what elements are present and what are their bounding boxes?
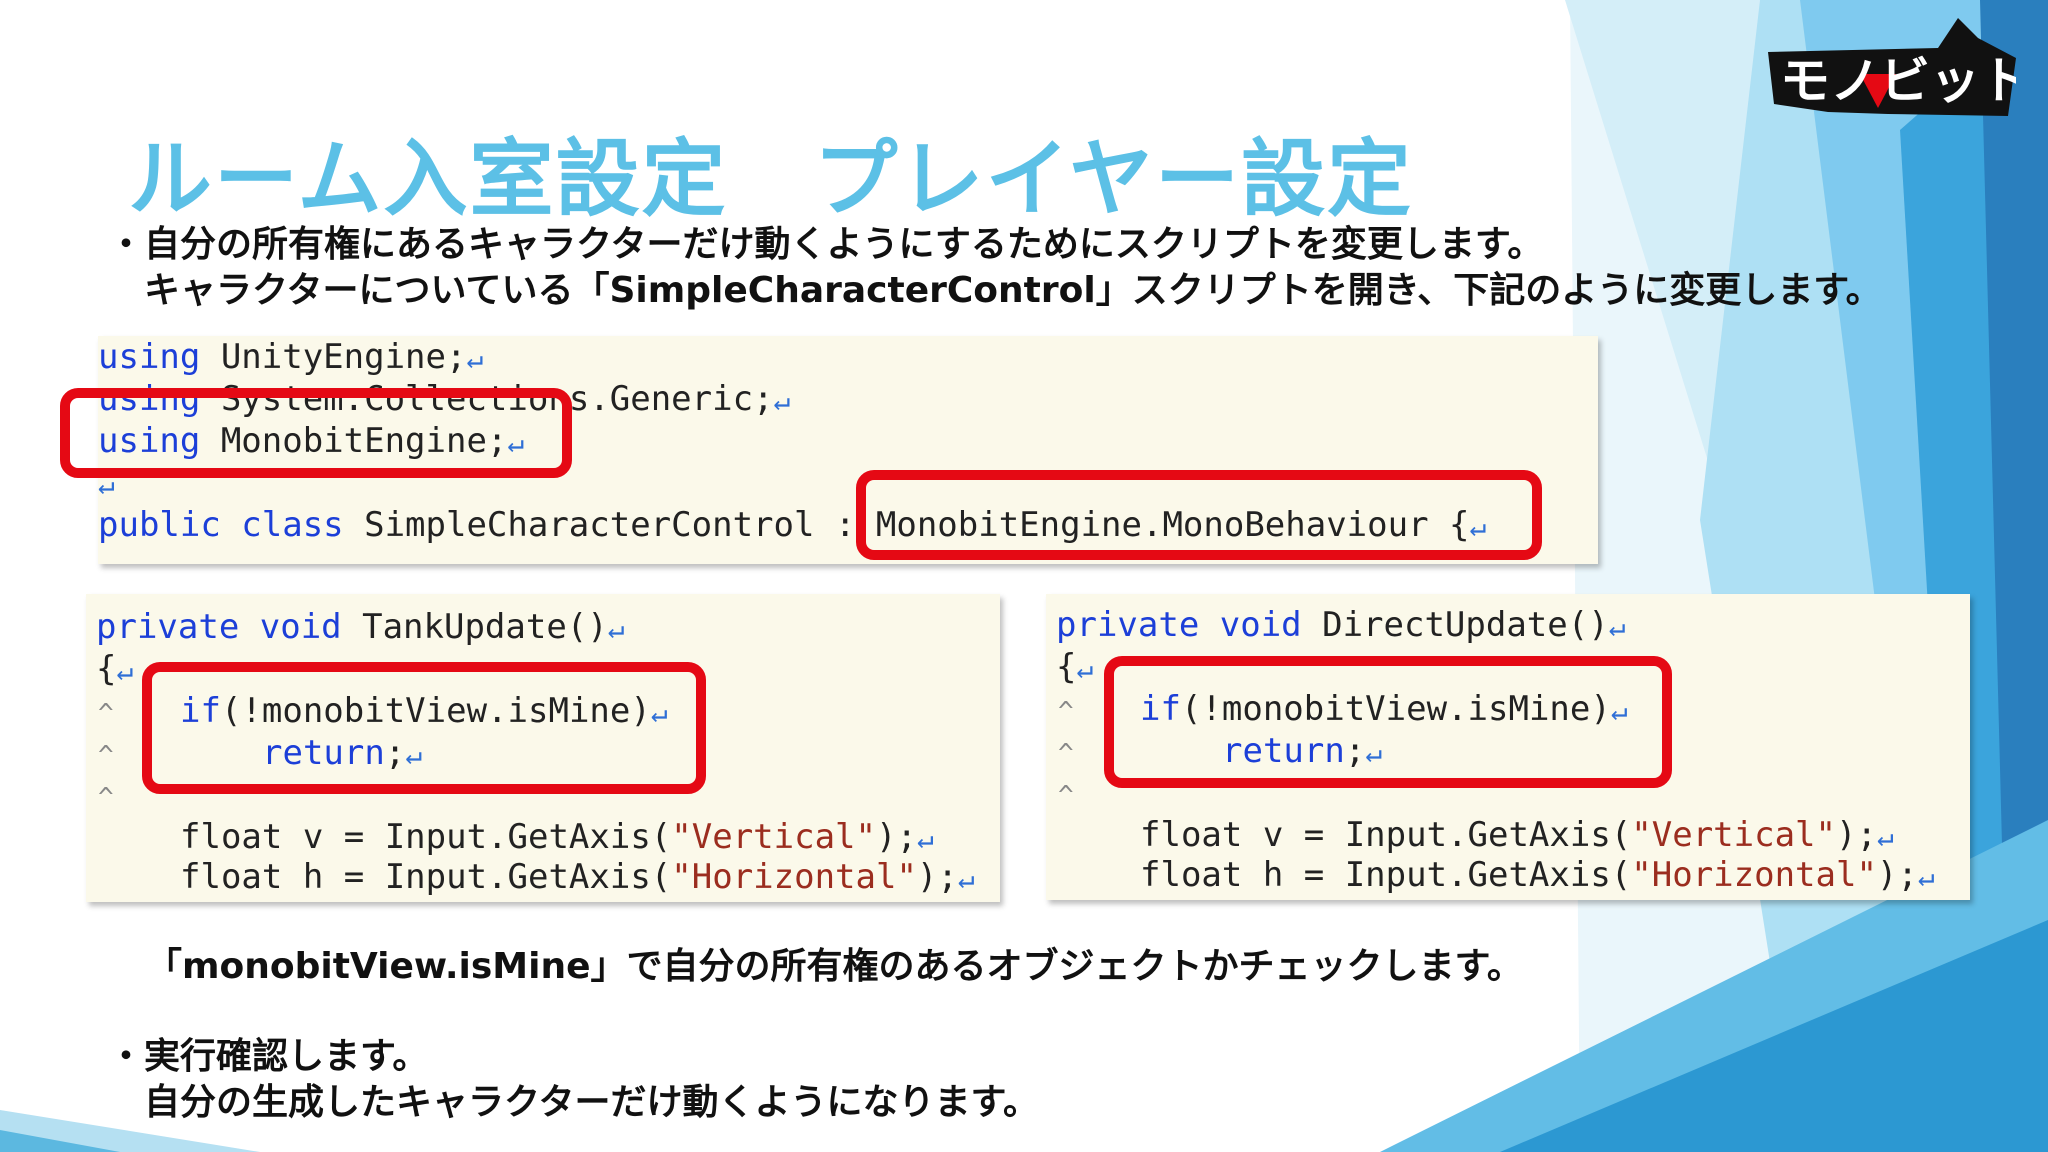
code-line-signature: private void TankUpdate()↵	[96, 606, 625, 648]
code-line-float-h: float h = Input.GetAxis("Horizontal");↵	[1140, 854, 1935, 896]
code-line-using-unityengine: using UnityEngine;↵	[98, 336, 483, 378]
return-mark-icon: ↵	[1365, 736, 1383, 769]
code-line-float-v: float v = Input.GetAxis("Vertical");↵	[1140, 814, 1894, 856]
code-text: );	[875, 817, 917, 857]
string-literal: "Horizontal"	[1631, 855, 1877, 895]
code-text: );	[916, 857, 958, 897]
return-mark-icon: ↵	[1076, 652, 1094, 685]
string-literal: "Vertical"	[1631, 815, 1836, 855]
string-literal: "Horizontal"	[671, 857, 917, 897]
return-mark-icon: ↵	[507, 426, 525, 459]
code-line-if-ismine: if(!monobitView.isMine)↵	[180, 690, 668, 732]
outro-line-2: 自分の生成したキャラクターだけ動くようになります。	[108, 1082, 1039, 1123]
code-line-indent-mark: ^	[1058, 688, 1074, 730]
code-line-indent-mark: ^	[1058, 772, 1074, 814]
outro-line-1: ・実行確認します。	[108, 1036, 429, 1077]
caret-mark-icon: ^	[1058, 781, 1074, 811]
code-line-using-generic: using System.Collections.Generic;↵	[98, 378, 790, 420]
code-text: ;	[384, 733, 406, 773]
return-mark-icon: ↵	[916, 822, 934, 855]
highlight-base-class	[856, 470, 1542, 560]
code-line-open-brace: {↵	[1056, 646, 1093, 688]
return-mark-icon: ↵	[1608, 610, 1626, 643]
code-line-indent-mark: ^	[98, 690, 114, 732]
return-mark-icon: ↵	[466, 342, 484, 375]
return-mark-icon: ↵	[1469, 510, 1487, 543]
monobit-logo: モノビット	[1768, 18, 2030, 118]
code-text: float v = Input.GetAxis(	[1140, 815, 1632, 855]
logo-text: モノビット	[1780, 52, 2016, 110]
code-line-float-h: float h = Input.GetAxis("Horizontal");↵	[180, 856, 975, 898]
ismine-note: 「monobitView.isMine」で自分の所有権のあるオブジェクトかチェッ…	[146, 946, 1523, 987]
logo-emblem: モノビット	[1768, 18, 2030, 116]
intro-line-2: キャラクターについている「SimpleCharacterControl」スクリプ…	[108, 270, 1882, 311]
code-line-indent-mark: ^	[1058, 730, 1074, 772]
slide-title: ルーム入室設定 プレイヤー設定	[128, 130, 1413, 228]
code-text: (!monobitView.isMine)	[220, 691, 651, 731]
keyword: using	[98, 337, 201, 377]
code-text: );	[1835, 815, 1877, 855]
code-line-open-brace: {↵	[96, 648, 133, 690]
return-mark-icon: ↵	[116, 654, 134, 687]
keyword: return	[262, 733, 385, 773]
return-mark-icon: ↵	[1917, 860, 1935, 893]
keyword: using	[98, 421, 201, 461]
code-line-float-v: float v = Input.GetAxis("Vertical");↵	[180, 816, 934, 858]
code-text: MonobitEngine;	[200, 421, 508, 461]
code-block-header: using UnityEngine;↵ using System.Collect…	[98, 336, 1598, 564]
string-literal: "Vertical"	[671, 817, 876, 857]
code-text: SimpleCharacterControl	[343, 505, 815, 545]
keyword: if	[180, 691, 221, 731]
keyword: return	[1222, 731, 1345, 771]
code-text: System.Collections.Generic;	[200, 379, 774, 419]
caret-mark-icon: ^	[98, 741, 114, 771]
keyword: if	[1140, 689, 1181, 729]
code-text: UnityEngine;	[200, 337, 467, 377]
return-mark-icon: ↵	[405, 738, 423, 771]
caret-mark-icon: ^	[98, 699, 114, 729]
highlight-ismine-check-right	[1104, 656, 1672, 788]
keyword: private void	[96, 607, 342, 647]
code-text: {	[96, 649, 117, 689]
caret-mark-icon: ^	[98, 783, 114, 813]
code-text: float h = Input.GetAxis(	[1140, 855, 1632, 895]
keyword: public class	[98, 505, 344, 545]
code-text: ;	[1344, 731, 1366, 771]
code-line-class-declaration: public class SimpleCharacterControl : Mo…	[98, 504, 1486, 546]
return-mark-icon: ↵	[650, 696, 668, 729]
return-mark-icon: ↵	[773, 384, 791, 417]
return-mark-icon: ↵	[1876, 820, 1894, 853]
intro-line-1: ・自分の所有権にあるキャラクターだけ動くようにするためにスクリプトを変更します。	[108, 224, 1544, 265]
return-mark-icon: ↵	[607, 612, 625, 645]
return-mark-icon: ↵	[957, 862, 975, 895]
base-class-text: : MonobitEngine.MonoBehaviour {	[834, 505, 1470, 545]
code-line-if-ismine: if(!monobitView.isMine)↵	[1140, 688, 1628, 730]
code-line-using-monobitengine: using MonobitEngine;↵	[98, 420, 524, 462]
code-block-direct-update: private void DirectUpdate()↵ {↵ ^ if(!mo…	[1046, 594, 1970, 900]
code-line-return: return;↵	[1222, 730, 1382, 772]
caret-mark-icon: ^	[1058, 697, 1074, 727]
highlight-ismine-check-left	[142, 662, 706, 794]
caret-mark-icon: ^	[1058, 739, 1074, 769]
keyword: private void	[1056, 605, 1302, 645]
code-text: );	[1876, 855, 1918, 895]
code-line-signature: private void DirectUpdate()↵	[1056, 604, 1626, 646]
code-text: DirectUpdate()	[1301, 605, 1609, 645]
code-text: (!monobitView.isMine)	[1180, 689, 1611, 729]
highlight-using-monobitengine	[60, 388, 572, 478]
code-text: float v = Input.GetAxis(	[180, 817, 672, 857]
code-line-indent-mark: ^	[98, 774, 114, 816]
code-text: float h = Input.GetAxis(	[180, 857, 672, 897]
code-line-return: return;↵	[262, 732, 422, 774]
return-mark-icon: ↵	[1610, 694, 1628, 727]
code-text: {	[1056, 647, 1077, 687]
code-block-tank-update: private void TankUpdate()↵ {↵ ^ if(!mono…	[86, 594, 1000, 902]
keyword: using	[98, 379, 201, 419]
code-line-indent-mark: ^	[98, 732, 114, 774]
code-text: TankUpdate()	[341, 607, 608, 647]
